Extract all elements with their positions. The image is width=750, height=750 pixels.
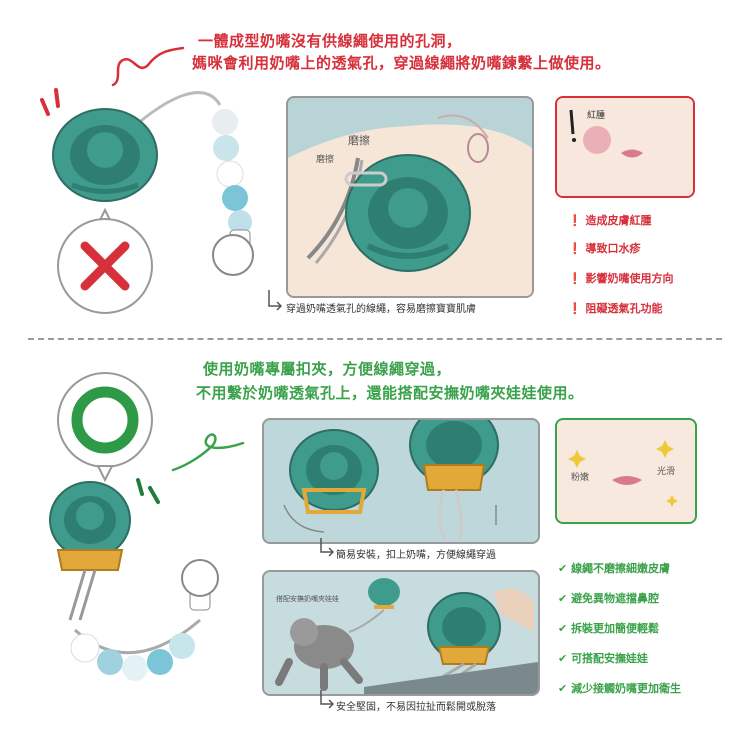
sturdy-caption: 安全堅固，不易因拉扯而鬆開或脫落 bbox=[336, 702, 496, 713]
red-squiggle-decoration bbox=[111, 46, 185, 87]
problem-item-2: ❗ 導致口水疹 bbox=[568, 242, 641, 255]
friction-label-2: 磨擦 bbox=[348, 134, 370, 147]
benefit-item-3: ✔ 拆裝更加簡便輕鬆 bbox=[558, 622, 660, 635]
install-clip-scene bbox=[283, 420, 499, 541]
problem-item-4: ❗ 阻礙透氣孔功能 bbox=[568, 302, 663, 315]
install-scene-panel bbox=[262, 418, 540, 544]
problem-item-1: ❗ 造成皮膚紅腫 bbox=[568, 214, 652, 227]
circle-ok-icon bbox=[57, 372, 153, 482]
friction-label-1: 磨擦 bbox=[316, 155, 335, 165]
pacifier-chain-correct-illustration bbox=[49, 478, 219, 681]
green-face-label-right: 光滑 bbox=[657, 467, 676, 477]
cross-icon bbox=[57, 208, 153, 314]
green-squiggle-decoration bbox=[171, 433, 245, 472]
bottom-headline-line2: 不用繫於奶嘴透氣孔上，還能搭配安撫奶嘴夾娃娃使用。 bbox=[196, 384, 584, 402]
baby-face-pacifier-scene bbox=[288, 114, 532, 296]
top-headline-line2: 媽咪會利用奶嘴上的透氣孔，穿過線繩將奶嘴鍊繫上做使用。 bbox=[192, 54, 611, 72]
top-scene-panel: 磨擦 磨擦 bbox=[286, 96, 534, 298]
benefit-item-4: ✔ 可搭配安撫娃娃 bbox=[558, 652, 649, 665]
red-face-label: 紅腫 bbox=[587, 111, 606, 121]
green-face-panel: 粉嫩 光滑 bbox=[555, 418, 697, 524]
bottom-headline-line1: 使用奶嘴專屬扣夾，方便線繩穿過， bbox=[203, 360, 452, 378]
check-icon: ✔ bbox=[558, 682, 568, 695]
caption-arrow-icon bbox=[268, 290, 283, 311]
benefit-item-1: ✔ 線繩不磨擦細嫩皮膚 bbox=[558, 562, 671, 575]
section-divider bbox=[28, 338, 722, 340]
red-face-panel: 紅腫 bbox=[555, 96, 695, 198]
doll-note: 搭配安撫奶嘴夾娃娃 bbox=[276, 595, 339, 603]
check-icon: ✔ bbox=[558, 592, 568, 605]
top-caption: 穿過奶嘴透氣孔的線繩，容易磨擦寶寶肌膚 bbox=[286, 304, 476, 315]
check-icon: ✔ bbox=[558, 622, 568, 635]
caption-arrow-icon-2 bbox=[320, 538, 335, 557]
green-face-label-left: 粉嫩 bbox=[571, 473, 590, 483]
sturdy-scene-panel: 搭配安撫奶嘴夾娃娃 bbox=[262, 570, 540, 696]
benefit-item-5: ✔ 減少接觸奶嘴更加衛生 bbox=[558, 682, 682, 695]
top-headline-line1: 一體成型奶嘴沒有供線繩使用的孔洞， bbox=[198, 32, 462, 50]
doll-pacifier-scene bbox=[275, 578, 538, 694]
pacifier-chain-wrong-illustration bbox=[40, 88, 254, 276]
problem-item-3: ❗ 影響奶嘴使用方向 bbox=[568, 272, 674, 285]
check-icon: ✔ bbox=[558, 562, 568, 575]
caption-arrow-icon-3 bbox=[320, 690, 335, 709]
install-caption: 簡易安裝，扣上奶嘴，方便線繩穿過 bbox=[336, 550, 496, 561]
check-icon: ✔ bbox=[558, 652, 568, 665]
benefit-item-2: ✔ 避免異物遮擋鼻腔 bbox=[558, 592, 660, 605]
